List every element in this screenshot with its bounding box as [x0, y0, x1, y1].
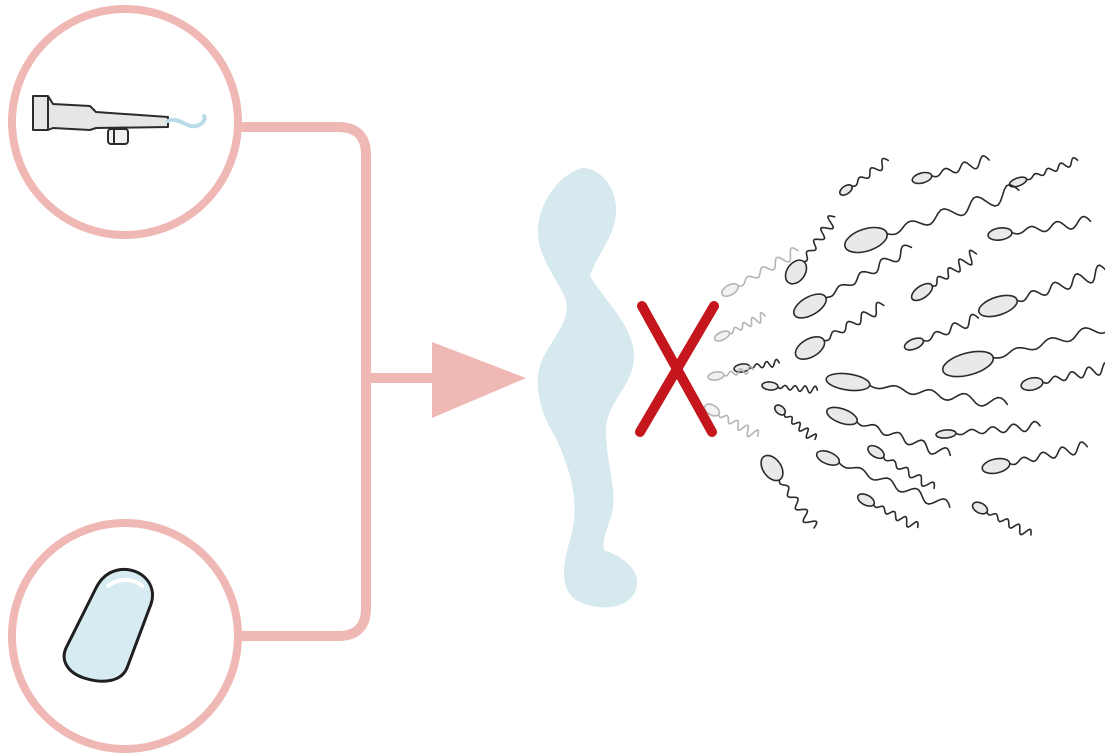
sperm-cell-icon	[794, 336, 826, 360]
sperm-tail-12	[991, 326, 1105, 359]
sperm-tail-26	[736, 246, 799, 287]
sperm-tail-13	[748, 358, 780, 370]
sperm-tail-10	[822, 301, 885, 342]
sperm-cell-icon	[1020, 376, 1044, 392]
sperm-cell-icon	[1008, 176, 1028, 188]
sperm-tail-22	[778, 478, 818, 529]
sperm-tail-17	[783, 412, 818, 441]
sperm-tail-4	[885, 183, 1020, 236]
sperm-cell-icon	[792, 293, 828, 319]
sperm-tail-21	[882, 455, 936, 490]
sperm-cell-icon	[856, 493, 876, 507]
sperm-tail-16	[1041, 362, 1105, 385]
sperm-cell-icon	[935, 429, 957, 439]
gel-applicator-tube-icon	[32, 95, 169, 145]
sperm-tail-9	[1015, 264, 1105, 303]
capsule-highlight	[106, 578, 144, 588]
sperm-cell-icon	[773, 404, 787, 416]
sperm-cell-icon	[815, 450, 841, 466]
sperm-tail-25	[985, 510, 1032, 536]
sperm-cell-icon	[971, 501, 989, 515]
sperm-cell-icon	[981, 457, 1011, 475]
sperm-tail-27	[728, 311, 766, 335]
sperm-cell-blocked-icon	[703, 403, 721, 417]
sperm-tail-11	[922, 313, 980, 342]
sperm-tail-20	[1008, 441, 1089, 466]
sperm-cell-icon	[825, 406, 859, 426]
x-stroke-2	[635, 301, 719, 437]
sperm-tail-3	[1025, 156, 1079, 181]
connector-top	[233, 122, 371, 383]
applicator-cap	[107, 128, 129, 145]
sperm-tail-24	[872, 503, 919, 529]
sperm-cell-icon	[844, 226, 888, 254]
sperm-cell-icon	[903, 337, 925, 351]
sperm-cell-icon	[825, 372, 871, 392]
capsule-body	[62, 567, 154, 683]
sperm-tail-29	[717, 413, 760, 438]
sperm-tail-19	[954, 420, 1041, 436]
sperm-tail-5	[1010, 215, 1092, 235]
sperm-cell-icon	[839, 184, 853, 196]
connector-lines	[233, 122, 455, 641]
sperm-tail-7	[824, 244, 913, 299]
sperm-tail-2	[930, 154, 990, 178]
sperm-cell-icon	[867, 444, 885, 460]
sperm-cell-blocked-icon	[721, 282, 739, 298]
sperm-cell-icon	[784, 259, 808, 285]
cervical-mucus-barrier-icon	[537, 168, 638, 608]
sperm-cell-blocked-icon	[707, 371, 725, 381]
sperm-cell-icon	[911, 171, 933, 185]
sperm-tail-1	[850, 157, 890, 187]
vaginal-insert-capsule-icon	[62, 567, 154, 683]
sperm-tail-6	[802, 215, 836, 263]
sperm-tail-28	[722, 365, 754, 377]
blocked-x-mark-icon	[635, 301, 719, 437]
gel-drop-icon	[166, 114, 207, 129]
sperm-cell-icon	[987, 227, 1013, 241]
sperm-cell-icon	[761, 381, 779, 391]
sperm-tail-23	[837, 461, 951, 508]
sperm-cells-group	[703, 154, 1105, 536]
arrow-head-icon	[432, 342, 526, 418]
sperm-tail-15	[867, 384, 1009, 407]
sperm-cell-icon	[941, 350, 995, 378]
sperm-cell-icon	[977, 294, 1019, 318]
sperm-cell-blocked-icon	[713, 330, 731, 342]
connector-bottom	[233, 373, 371, 641]
sperm-cell-icon	[910, 282, 934, 302]
sperm-tail-8	[930, 249, 978, 287]
sperm-tail-18	[855, 420, 952, 457]
sperm-cell-icon	[760, 454, 784, 482]
sperm-tail-14	[776, 384, 819, 394]
